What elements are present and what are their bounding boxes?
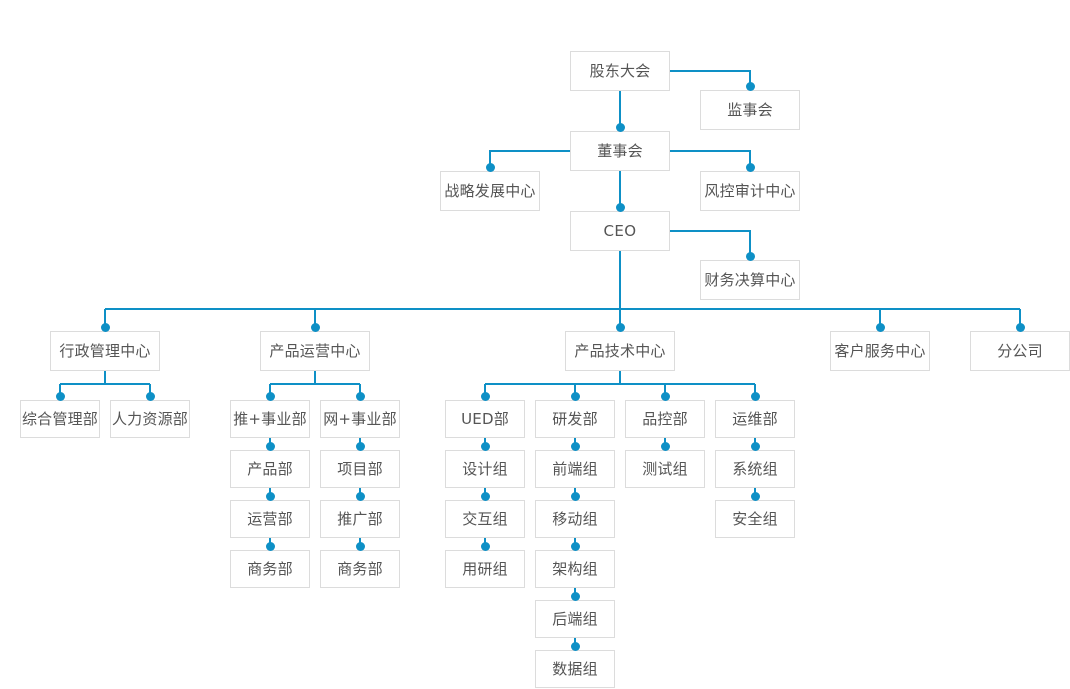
org-node-c3[interactable]: 产品技术中心	[565, 331, 675, 371]
org-node-h1[interactable]: 运维部	[715, 400, 795, 438]
org-node-g2[interactable]: 测试组	[625, 450, 705, 488]
org-node-c2[interactable]: 产品运营中心	[260, 331, 370, 371]
connector-dot	[660, 391, 670, 401]
connector-dot	[1015, 322, 1025, 332]
org-node-n5[interactable]: 风控审计中心	[700, 171, 800, 211]
org-node-n1[interactable]: 股东大会	[570, 51, 670, 91]
org-node-c5[interactable]: 分公司	[970, 331, 1070, 371]
org-node-b2[interactable]: 产品部	[230, 450, 310, 488]
connector-dot	[480, 441, 490, 451]
connector-dot	[875, 322, 885, 332]
connector-dot	[615, 122, 625, 132]
org-node-f3[interactable]: 移动组	[535, 500, 615, 538]
connector-dot	[265, 491, 275, 501]
connector-dot	[570, 641, 580, 651]
connector-dot	[145, 391, 155, 401]
connector-dot	[100, 322, 110, 332]
org-node-c4[interactable]: 客户服务中心	[830, 331, 930, 371]
connector-dot	[480, 491, 490, 501]
org-node-a2[interactable]: 人力资源部	[110, 400, 190, 438]
connector-dot	[355, 491, 365, 501]
connector-dot	[745, 162, 755, 172]
org-node-b4[interactable]: 商务部	[230, 550, 310, 588]
connector-dot	[570, 591, 580, 601]
org-node-f6[interactable]: 数据组	[535, 650, 615, 688]
connector-dot	[265, 441, 275, 451]
org-node-d1[interactable]: 网+事业部	[320, 400, 400, 438]
connector-dot	[485, 162, 495, 172]
org-node-e4[interactable]: 用研组	[445, 550, 525, 588]
org-node-f4[interactable]: 架构组	[535, 550, 615, 588]
org-node-e1[interactable]: UED部	[445, 400, 525, 438]
connector-dot	[570, 491, 580, 501]
org-node-n7[interactable]: 财务决算中心	[700, 260, 800, 300]
connector-dot	[355, 541, 365, 551]
connector-dot	[480, 391, 490, 401]
connector-dot	[355, 441, 365, 451]
org-node-d2[interactable]: 项目部	[320, 450, 400, 488]
org-node-c1[interactable]: 行政管理中心	[50, 331, 160, 371]
connector-dot	[745, 81, 755, 91]
connector-dot	[615, 322, 625, 332]
org-node-h3[interactable]: 安全组	[715, 500, 795, 538]
connector-dot	[480, 541, 490, 551]
connector-dot	[310, 322, 320, 332]
connector-dot	[355, 391, 365, 401]
connector-dot	[750, 491, 760, 501]
org-node-f2[interactable]: 前端组	[535, 450, 615, 488]
connector-dot	[750, 391, 760, 401]
org-node-n2[interactable]: 监事会	[700, 90, 800, 130]
org-node-b3[interactable]: 运营部	[230, 500, 310, 538]
org-node-d4[interactable]: 商务部	[320, 550, 400, 588]
org-node-n6[interactable]: CEO	[570, 211, 670, 251]
connector-dot	[745, 251, 755, 261]
org-node-g1[interactable]: 品控部	[625, 400, 705, 438]
org-node-n4[interactable]: 战略发展中心	[440, 171, 540, 211]
org-node-a1[interactable]: 综合管理部	[20, 400, 100, 438]
org-node-n3[interactable]: 董事会	[570, 131, 670, 171]
connector-dot	[615, 202, 625, 212]
org-node-e3[interactable]: 交互组	[445, 500, 525, 538]
connector-dot	[265, 391, 275, 401]
org-node-b1[interactable]: 推+事业部	[230, 400, 310, 438]
org-node-f5[interactable]: 后端组	[535, 600, 615, 638]
connector-dot	[570, 541, 580, 551]
connector-dot	[750, 441, 760, 451]
connector-dot	[570, 441, 580, 451]
org-node-d3[interactable]: 推广部	[320, 500, 400, 538]
connector-dot	[265, 541, 275, 551]
org-node-f1[interactable]: 研发部	[535, 400, 615, 438]
connector-dot	[570, 391, 580, 401]
connector-dot	[660, 441, 670, 451]
org-node-e2[interactable]: 设计组	[445, 450, 525, 488]
org-node-h2[interactable]: 系统组	[715, 450, 795, 488]
connector-dot	[55, 391, 65, 401]
